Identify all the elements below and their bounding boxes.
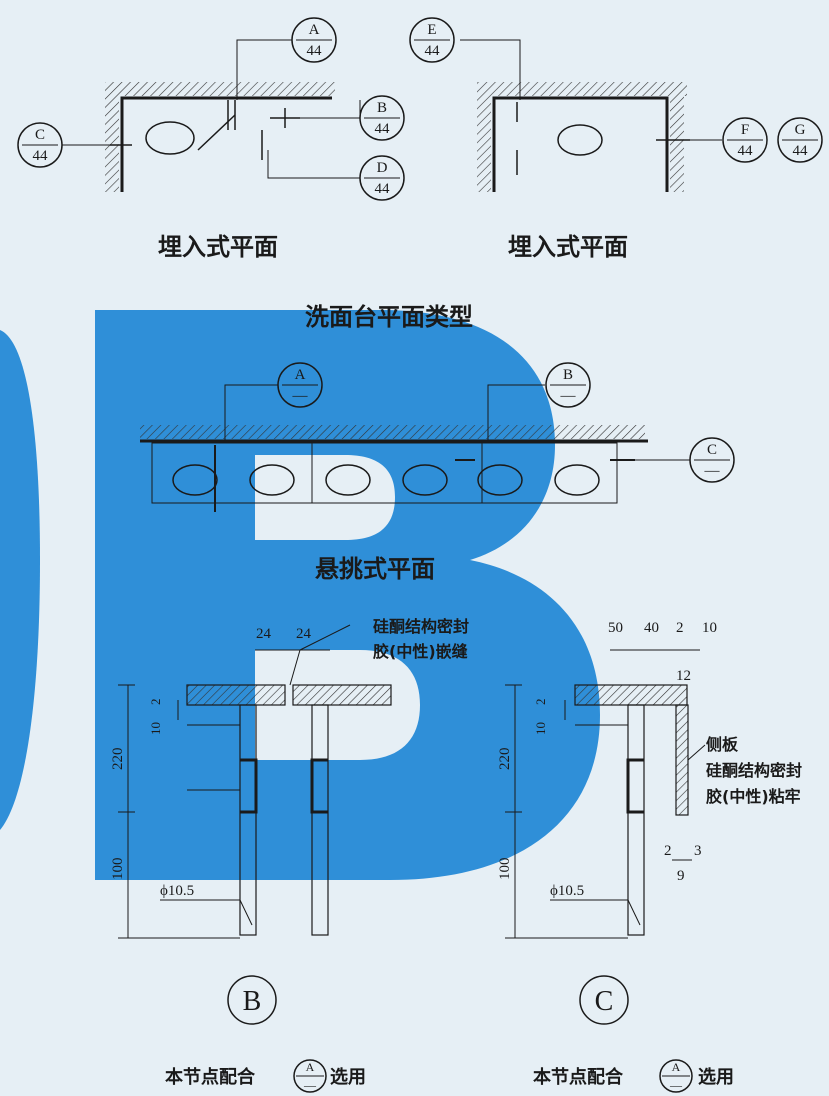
- detail-b-label: B: [243, 986, 262, 1017]
- detail-b-section: [118, 624, 392, 939]
- callout-mid-c-letter: C: [707, 442, 717, 458]
- detail-c-dim-100: 100: [497, 858, 513, 881]
- embedded-plan-2-title: 埋入式平面: [508, 233, 628, 261]
- callout-mid-b-sheet: —: [560, 388, 577, 404]
- detail-b-dim-100: 100: [110, 858, 126, 881]
- detail-c-dim-2: 2: [676, 620, 684, 636]
- detail-b-dim-24b: 24: [296, 626, 312, 642]
- detail-b-footer-suffix: 选用: [330, 1067, 366, 1088]
- callout-top-d-letter: D: [377, 160, 388, 176]
- embedded-plan-1: [62, 39, 361, 192]
- callouts: [17, 17, 823, 1093]
- embedded-plan-1-title: 埋入式平面: [158, 233, 278, 261]
- watermark-left-arc: [0, 330, 40, 830]
- callout-mid-a-sheet: —: [292, 388, 309, 404]
- detail-c-sealant-line1: 硅酮结构密封: [706, 761, 802, 780]
- callout-top-f-letter: F: [741, 122, 749, 138]
- callout-mid-b-letter: B: [563, 367, 573, 383]
- detail-c-dim-2-small: 2: [533, 699, 548, 706]
- detail-c-footer-prefix: 本节点配合: [533, 1066, 624, 1088]
- watermark-letter-b: [95, 310, 600, 880]
- callout-top-b-letter: B: [377, 100, 387, 116]
- detail-c-dim-10-small: 10: [533, 722, 548, 735]
- callout-top-g-letter: G: [795, 122, 806, 138]
- callout-top-c-letter: C: [35, 127, 45, 143]
- detail-c-footer-suffix: 选用: [698, 1067, 734, 1088]
- callout-top-c-sheet: 44: [33, 148, 49, 164]
- basin-plan-types-title: 洗面台平面类型: [305, 303, 473, 331]
- callout-top-e-letter: E: [427, 22, 436, 38]
- embedded-plan-2: [460, 39, 722, 192]
- detail-b-sealant-line2: 胶(中性)嵌缝: [373, 642, 468, 661]
- detail-c-annotations: 50 40 2 10 12 侧板 硅酮结构密封 胶(中性)粘牢 220 100 …: [497, 620, 802, 1088]
- callout-top-d-sheet: 44: [375, 181, 391, 197]
- detail-b-dim-2: 2: [148, 699, 163, 706]
- callout-foot-b-sheet: —: [303, 1078, 317, 1092]
- detail-c-label: C: [595, 986, 614, 1017]
- detail-c-section: [505, 649, 706, 939]
- callout-labels: A 44 B 44 C 44 D 44 E 44 F 44 G 44 A — B…: [33, 22, 809, 1092]
- callout-top-a-sheet: 44: [307, 43, 323, 59]
- callout-mid-a-letter: A: [295, 367, 306, 383]
- detail-c-dim-3: 3: [694, 843, 702, 859]
- callout-foot-c-letter: A: [672, 1060, 681, 1074]
- detail-b-rod: ϕ10.5: [160, 883, 194, 899]
- detail-c-side-panel: 侧板: [706, 735, 739, 754]
- detail-c-dim-220: 220: [497, 748, 513, 771]
- cantilever-plan-title: 悬挑式平面: [315, 555, 435, 583]
- callout-top-b-sheet: 44: [375, 121, 391, 137]
- detail-c-dim-10: 10: [702, 620, 717, 636]
- callout-foot-b-letter: A: [306, 1060, 315, 1074]
- detail-b-dim-24a: 24: [256, 626, 272, 642]
- detail-c-dim-12: 12: [676, 668, 691, 684]
- callout-top-a-letter: A: [309, 22, 320, 38]
- callout-top-e-sheet: 44: [425, 43, 441, 59]
- detail-c-sealant-line2: 胶(中性)粘牢: [706, 787, 801, 806]
- detail-b-footer-prefix: 本节点配合: [165, 1066, 256, 1088]
- detail-c-dim-9: 9: [677, 868, 685, 884]
- detail-b-sealant-line1: 硅酮结构密封: [373, 617, 469, 636]
- watermark: [0, 310, 600, 880]
- detail-b-annotations: 24 24 硅酮结构密封 胶(中性)嵌缝 220 100 10 2 ϕ10.5 …: [110, 617, 469, 1088]
- detail-b-dim-10: 10: [148, 722, 163, 735]
- callout-top-g-sheet: 44: [793, 143, 809, 159]
- plan-titles: 埋入式平面 埋入式平面 洗面台平面类型 悬挑式平面: [158, 233, 628, 583]
- callout-foot-c-sheet: —: [669, 1078, 683, 1092]
- callout-top-f-sheet: 44: [738, 143, 754, 159]
- detail-c-rod: ϕ10.5: [550, 883, 584, 899]
- cantilever-plan: [140, 384, 690, 512]
- callout-mid-c-sheet: —: [704, 463, 721, 479]
- detail-c-dim-2b: 2: [664, 843, 672, 859]
- detail-b-dim-220: 220: [110, 748, 126, 771]
- detail-c-dim-40: 40: [644, 620, 659, 636]
- detail-c-dim-50: 50: [608, 620, 623, 636]
